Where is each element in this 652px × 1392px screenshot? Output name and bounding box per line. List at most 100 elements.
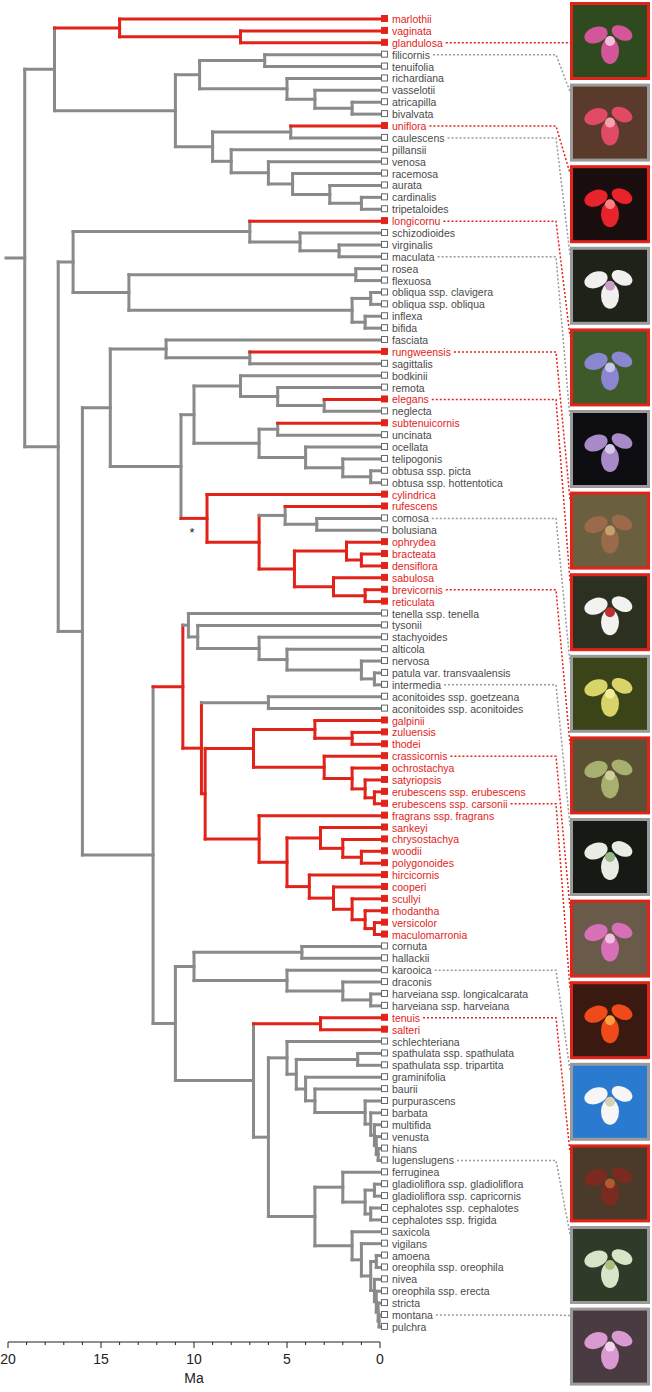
axis-tick xyxy=(305,1342,306,1345)
tree-branch xyxy=(200,59,265,62)
species-photo xyxy=(572,1146,649,1221)
tree-branch xyxy=(374,921,380,924)
species-name: schizodioides xyxy=(392,227,455,239)
flower-centre xyxy=(605,1015,615,1025)
tip-marker xyxy=(382,39,388,45)
photo-panel xyxy=(572,4,649,1385)
tree-branch xyxy=(291,136,380,139)
tree-branch xyxy=(200,87,287,90)
species-name: neglecta xyxy=(392,405,432,417)
species-name: alticola xyxy=(392,643,425,655)
tip-marker xyxy=(382,705,388,711)
tip-marker xyxy=(382,919,388,925)
tree-branch xyxy=(375,1256,378,1268)
tree-branch xyxy=(352,897,380,900)
tree-branch xyxy=(361,208,380,211)
tree-branch xyxy=(231,148,380,151)
tip-marker xyxy=(382,574,388,580)
species-photo xyxy=(572,248,649,323)
species-name: schlechteriana xyxy=(392,1036,460,1048)
tree-branch xyxy=(175,965,194,968)
tree-branch xyxy=(364,316,367,328)
tip-marker xyxy=(382,301,388,307)
tip-marker xyxy=(382,717,388,723)
tree-branch xyxy=(341,1172,344,1202)
tip-marker xyxy=(382,753,388,759)
tip-marker xyxy=(382,1323,388,1329)
species-name: cephalotes ssp. cephalotes xyxy=(392,1202,519,1214)
tree-branch xyxy=(181,413,194,416)
tree-branch xyxy=(343,838,380,841)
tree-branch xyxy=(352,113,380,116)
tree-branch xyxy=(286,649,289,670)
axis-tick-label: 20 xyxy=(0,1351,16,1367)
tip-marker xyxy=(382,943,388,949)
tree-branch xyxy=(374,802,380,805)
tree-branch xyxy=(373,792,376,804)
tree-branch xyxy=(109,349,112,467)
tree-branch xyxy=(371,1004,380,1007)
tree-branch xyxy=(194,442,259,445)
tip-marker xyxy=(382,1169,388,1175)
flower-centre xyxy=(605,362,615,372)
tree-branch xyxy=(165,340,168,358)
axis-tick xyxy=(212,1342,213,1345)
tree-branch xyxy=(205,747,253,750)
tree-branch xyxy=(374,933,380,936)
species-name: vigilans xyxy=(392,1238,427,1250)
species-name: ferruginea xyxy=(392,1166,439,1178)
photo-frame xyxy=(572,738,649,813)
tree-branch xyxy=(313,1187,316,1246)
species-name: rungweensis xyxy=(392,346,451,358)
tip-marker xyxy=(382,1312,388,1318)
tree-branch xyxy=(287,668,361,671)
tree-branch xyxy=(371,303,380,306)
species-name: erubescens ssp. erubescens xyxy=(392,786,526,798)
photo-frame xyxy=(572,901,649,976)
flower-centre xyxy=(605,1260,615,1270)
tip-marker xyxy=(382,872,388,878)
flower-centre xyxy=(605,607,615,617)
tree-branch xyxy=(341,982,344,1000)
tree-branch xyxy=(351,732,354,744)
tip-marker xyxy=(382,586,388,592)
axis-tick xyxy=(268,1342,269,1345)
species-photo xyxy=(572,901,649,976)
tree-branch xyxy=(179,415,182,519)
axis-tick xyxy=(324,1342,325,1345)
tree-branch xyxy=(213,160,232,163)
species-name: oreophila ssp. erecta xyxy=(392,1285,489,1297)
tree-branch xyxy=(378,1315,381,1327)
tree-branch xyxy=(152,687,155,1024)
tree-branch xyxy=(361,660,380,663)
tip-marker xyxy=(382,1300,388,1306)
tree-branch xyxy=(361,564,380,567)
species-photo xyxy=(572,738,649,813)
tree-branch xyxy=(267,1058,270,1217)
tree-branch xyxy=(315,1088,380,1091)
tree-branch xyxy=(365,909,380,912)
species-name: uniflora xyxy=(392,120,426,132)
tip-marker xyxy=(382,800,388,806)
tip-marker xyxy=(382,741,388,747)
tree-branch xyxy=(334,885,381,888)
species-name: tripetaloides xyxy=(392,203,449,215)
tree-branch xyxy=(374,671,380,674)
species-name: aconitoides ssp. aconitoides xyxy=(392,703,523,715)
photo-frame xyxy=(572,656,649,731)
tree-branch xyxy=(347,558,362,561)
species-photo xyxy=(572,167,649,242)
species-name: subtenuicornis xyxy=(392,417,460,429)
tree-branch xyxy=(374,1195,380,1198)
species-name: rhodantha xyxy=(392,905,439,917)
tree-branch xyxy=(287,77,380,80)
tree-branch xyxy=(198,624,380,627)
tree-branch xyxy=(373,673,376,685)
tree-branch xyxy=(317,529,380,532)
species-name: obliqua ssp. obliqua xyxy=(392,298,485,310)
tree-branch xyxy=(254,728,315,731)
tree-branch xyxy=(315,719,380,722)
tree-branch xyxy=(304,1077,307,1101)
tree-branch xyxy=(324,777,352,780)
species-name: reticulata xyxy=(392,596,435,608)
